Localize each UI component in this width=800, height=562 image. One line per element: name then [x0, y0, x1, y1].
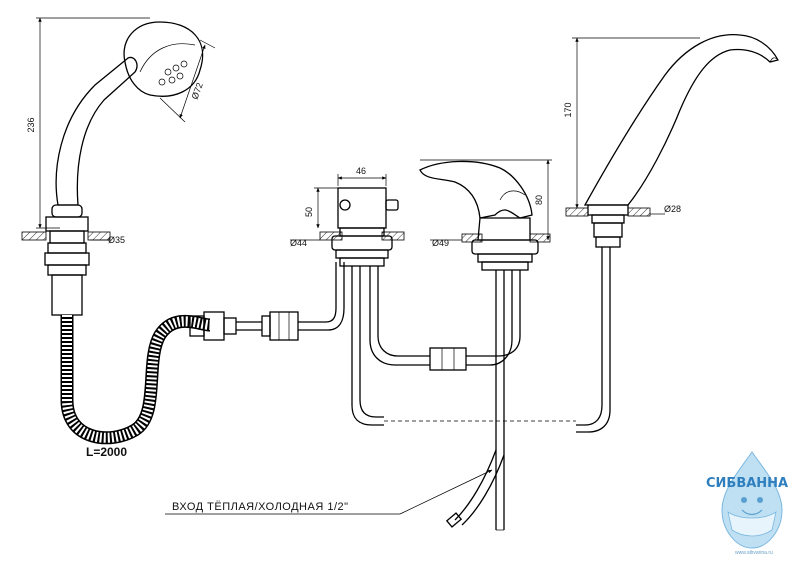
dim-diverter-width: 46 [356, 166, 366, 176]
diverter: 46 50 Ø44 [290, 166, 430, 426]
shower-nozzles [158, 60, 188, 86]
brand-watermark: СИБВАННА www.sibvanna.ru [706, 451, 788, 556]
dim-diverter-height: 50 [304, 207, 314, 217]
dim-hand-shower-height: 236 [26, 117, 36, 132]
brand-name: СИБВАННА [706, 476, 788, 491]
mixer: 80 Ø49 [419, 159, 552, 531]
dim-spout-base: Ø28 [664, 204, 681, 214]
spout: 170 Ø28 [563, 34, 779, 433]
dim-holder-diameter: Ø35 [108, 235, 125, 245]
dim-mixer-base: Ø49 [432, 238, 449, 248]
inlet-caption: ВХОД ТЁПЛАЯ/ХОЛОДНАЯ 1/2" [165, 469, 493, 515]
hand-shower: 236 Ø72 Ø35 [21, 17, 216, 316]
inlet-label: ВХОД ТЁПЛАЯ/ХОЛОДНАЯ 1/2" [172, 501, 349, 513]
shower-hose: L=2000 [60, 262, 345, 459]
dim-mixer-height: 80 [534, 195, 544, 205]
brand-url: www.sibvanna.ru [735, 550, 773, 556]
hose-length-label: L=2000 [86, 445, 127, 459]
dim-diverter-base: Ø44 [290, 238, 307, 248]
dim-spout-height: 170 [563, 102, 573, 117]
